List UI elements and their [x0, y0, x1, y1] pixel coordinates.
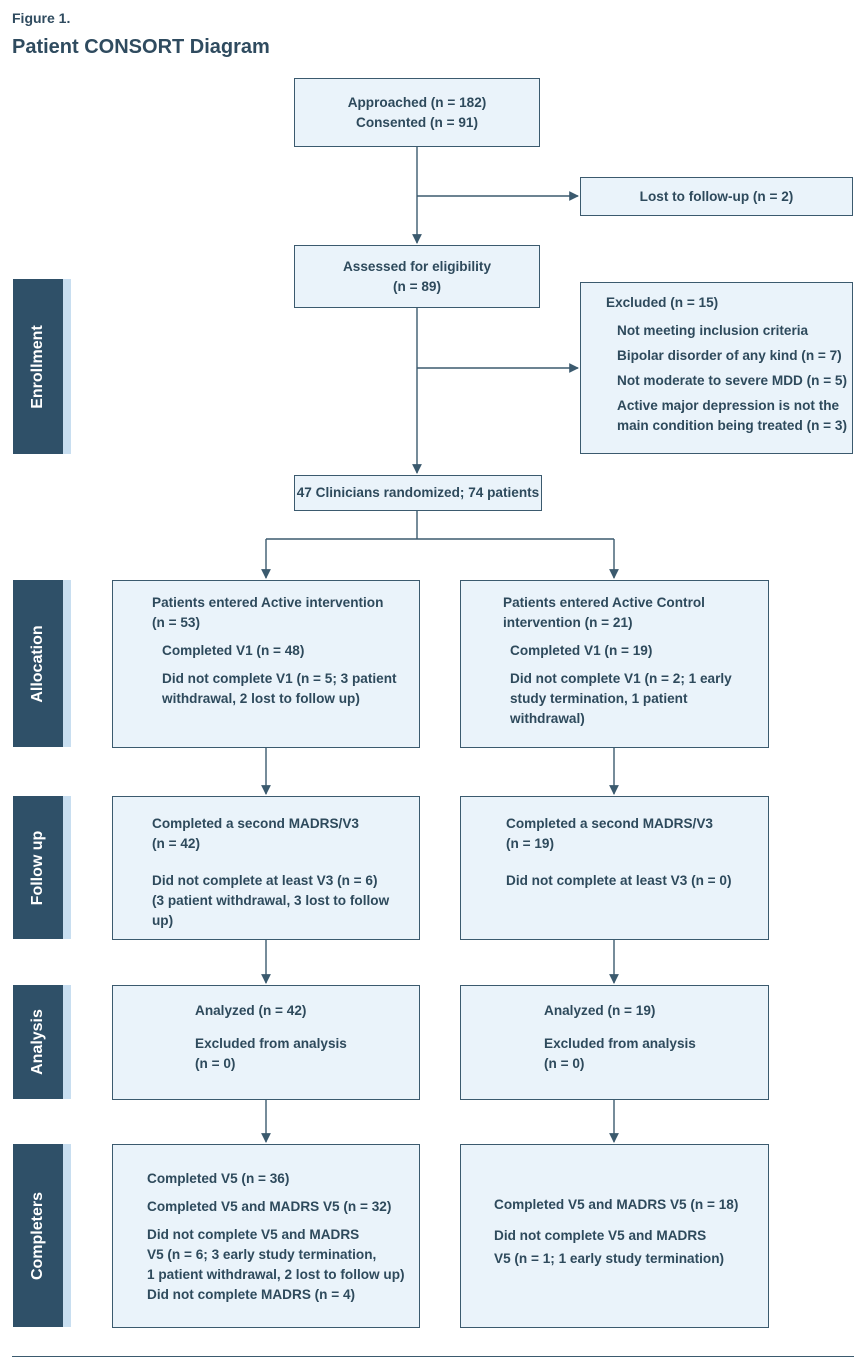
figure-label: Figure 1.: [12, 10, 71, 26]
eligibility-box: Assessed for eligibility (n = 89): [294, 245, 540, 308]
randomized-box: 47 Clinicians randomized; 74 patients: [294, 475, 542, 511]
allocation-right-box: Patients entered Active Control interven…: [460, 580, 769, 748]
stage-allocation: Allocation: [13, 580, 71, 747]
completers-right-box: Completed V5 and MADRS V5 (n = 18) Did n…: [460, 1144, 769, 1328]
lost-followup-box: Lost to follow-up (n = 2): [580, 177, 853, 216]
allocation-left-box: Patients entered Active intervention (n …: [112, 580, 420, 748]
approached-box: Approached (n = 182) Consented (n = 91): [294, 78, 540, 147]
stage-analysis: Analysis: [13, 985, 71, 1099]
excluded-box: Excluded (n = 15) Not meeting inclusion …: [580, 282, 853, 454]
completers-left-box: Completed V5 (n = 36) Completed V5 and M…: [112, 1144, 420, 1328]
stage-enrollment: Enrollment: [13, 279, 71, 454]
bottom-rule: [12, 1356, 854, 1357]
analysis-right-box: Analyzed (n = 19) Excluded from analysis…: [460, 985, 769, 1100]
analysis-left-box: Analyzed (n = 42) Excluded from analysis…: [112, 985, 420, 1100]
stage-completers: Completers: [13, 1144, 71, 1327]
follow-up-left-box: Completed a second MADRS/V3 (n = 42) Did…: [112, 796, 420, 940]
figure-title: Patient CONSORT Diagram: [12, 36, 270, 58]
stage-follow-up: Follow up: [13, 796, 71, 939]
follow-up-right-box: Completed a second MADRS/V3 (n = 19) Did…: [460, 796, 769, 940]
